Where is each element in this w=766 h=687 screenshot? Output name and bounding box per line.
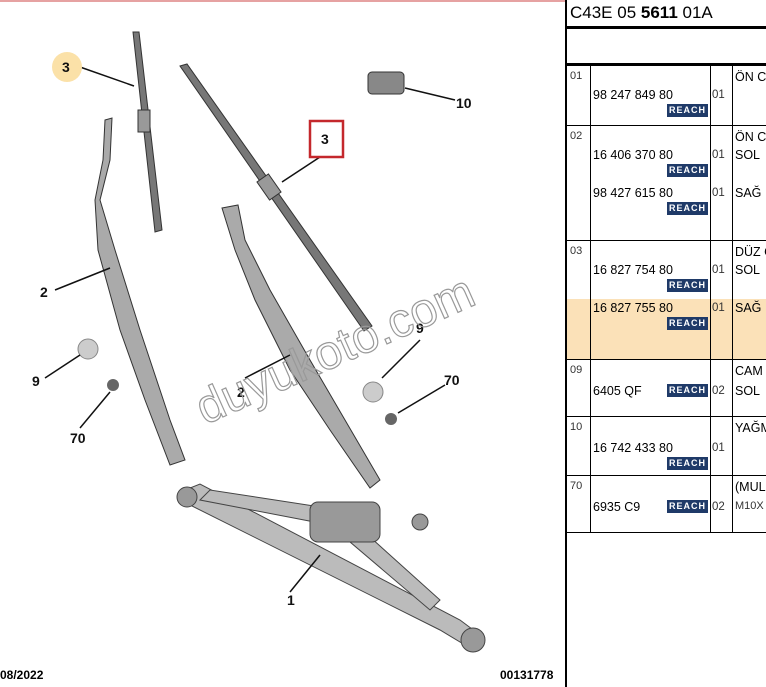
side: SOL	[735, 263, 761, 277]
leader-lines	[44, 66, 456, 593]
description: DÜZ C	[735, 245, 766, 259]
wiper-arm-right	[221, 204, 381, 489]
item-number: 02	[567, 126, 591, 240]
wiper-blade-right	[179, 63, 373, 332]
quantity: 01	[712, 187, 725, 199]
diagram-reference: C43E 05 5611 01A	[567, 0, 766, 29]
wiper-arm-left	[94, 117, 186, 466]
callout-70-left[interactable]: 70	[70, 430, 86, 446]
part-number[interactable]: 6405 QF	[593, 384, 642, 398]
callout-10[interactable]: 10	[456, 95, 472, 111]
reach-badge: REACH	[666, 104, 708, 117]
quantity: 01	[712, 264, 725, 276]
nut-caps	[77, 338, 397, 425]
diagram-date: 08/2022	[0, 668, 44, 682]
item-number: 01	[567, 66, 591, 125]
side: SOL	[735, 148, 761, 162]
side: M10X	[735, 500, 764, 512]
callout-9-right[interactable]: 9	[416, 320, 424, 336]
item-number: 70	[567, 476, 591, 532]
reach-badge: REACH	[666, 202, 708, 215]
callout-70-right[interactable]: 70	[444, 372, 460, 388]
quantity: 01	[712, 302, 725, 314]
part-number[interactable]: 16 742 433 80	[593, 441, 673, 455]
reach-badge: REACH	[666, 164, 708, 177]
header-row	[567, 29, 766, 66]
reach-badge: REACH	[666, 317, 708, 330]
callout-9-left[interactable]: 9	[32, 373, 40, 389]
side: SAĞ	[735, 301, 762, 315]
item-number: 10	[567, 417, 591, 475]
part-number[interactable]: 16 827 754 80	[593, 263, 673, 277]
quantity: 01	[712, 149, 725, 161]
part-number[interactable]: 16 406 370 80	[593, 148, 673, 162]
side: SAĞ	[735, 186, 762, 200]
reach-badge: REACH	[666, 384, 708, 397]
part-number[interactable]: 98 247 849 80	[593, 88, 673, 102]
reach-badge: REACH	[666, 279, 708, 292]
quantity: 02	[712, 385, 725, 397]
quantity: 01	[712, 442, 725, 454]
item-number: 03	[567, 241, 591, 359]
description: ÖN C	[735, 130, 766, 144]
wiper-linkage	[176, 483, 486, 653]
callout-3-left[interactable]: 3	[62, 59, 70, 75]
reach-badge: REACH	[666, 500, 708, 513]
quantity: 01	[712, 89, 725, 101]
rain-sensor	[367, 71, 405, 95]
callout-2-left[interactable]: 2	[40, 284, 48, 300]
description: CAM	[735, 364, 763, 378]
quantity: 02	[712, 501, 725, 513]
item-number: 09	[567, 360, 591, 416]
callout-selected-box	[308, 119, 345, 159]
description: ÖN C	[735, 70, 766, 84]
part-number[interactable]: 16 827 755 80	[593, 301, 673, 315]
callout-3-right[interactable]: 3	[321, 131, 329, 147]
parts-diagram: 3 3 10 2 2 9 9 70 70 1 duyukoto.com	[0, 0, 565, 653]
callout-1[interactable]: 1	[287, 592, 295, 608]
description: YAĞM	[735, 421, 766, 435]
diagram-code: 00131778	[500, 668, 554, 682]
wiper-blade-left	[132, 31, 163, 233]
side: SOL	[735, 384, 761, 398]
callout-2-right[interactable]: 2	[237, 384, 245, 400]
part-number[interactable]: 6935 C9	[593, 500, 641, 514]
part-number[interactable]: 98 427 615 80	[593, 186, 673, 200]
callout-highlight	[52, 52, 82, 82]
description: (MUL	[735, 480, 766, 494]
reach-badge: REACH	[666, 457, 708, 470]
